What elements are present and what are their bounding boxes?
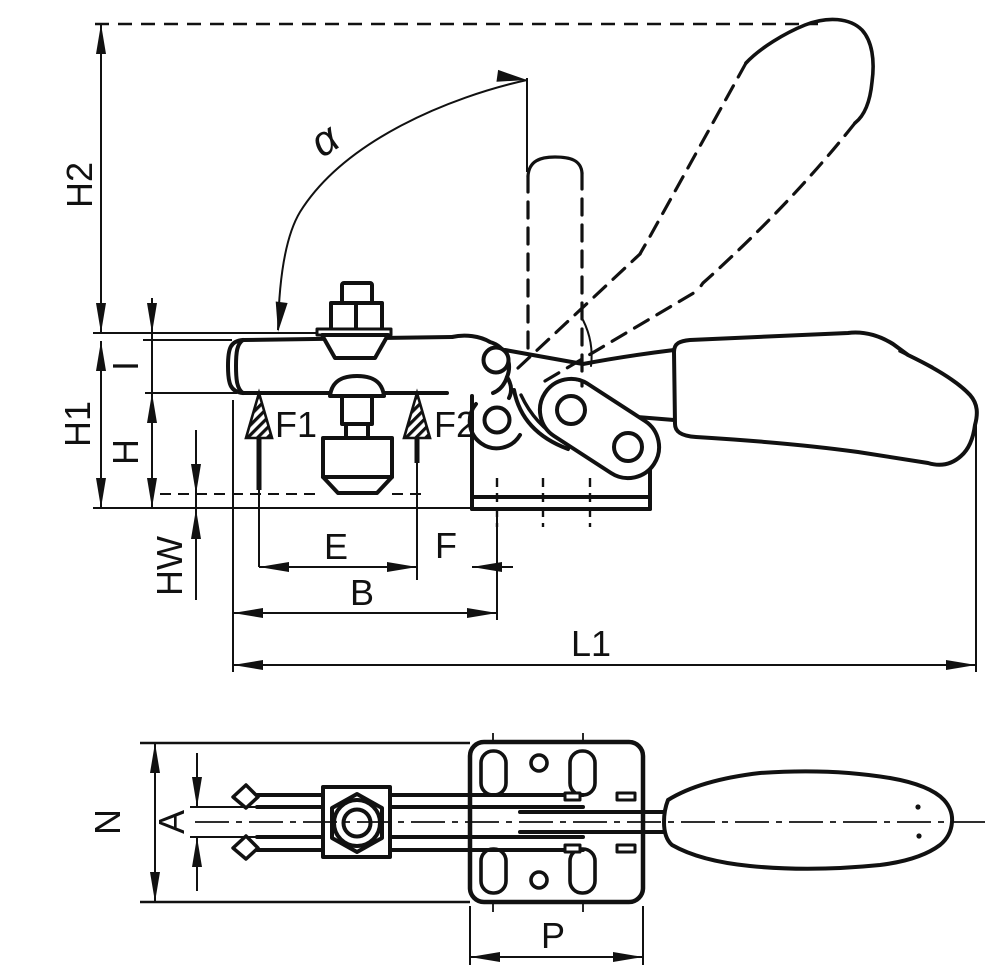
open-position-outline — [516, 17, 875, 388]
dim-label-f2: F2 — [434, 404, 476, 445]
dim-label-l1: L1 — [571, 623, 611, 664]
pivot-hole-upper — [481, 345, 511, 375]
spindle-screw — [315, 281, 393, 360]
mounting-hole-top — [529, 753, 549, 773]
dim-label-e: E — [324, 526, 348, 567]
dim-label-h: H — [105, 439, 146, 465]
dim-label-p: P — [541, 915, 565, 956]
link-tabs — [563, 791, 637, 854]
force-arrow-f2 — [402, 388, 432, 440]
force-arrow-f1 — [244, 388, 274, 440]
dim-label-n: N — [87, 809, 128, 835]
top-view — [231, 739, 955, 905]
main-view — [226, 281, 979, 511]
mounting-hole-bottom — [529, 870, 549, 890]
handle-arm-top-view — [518, 810, 666, 834]
spindle-foot — [321, 374, 394, 495]
toggle-link — [537, 376, 662, 481]
dim-label-alpha: α — [301, 113, 348, 166]
dim-label-i: I — [105, 361, 146, 371]
bar-fork — [231, 783, 585, 861]
dim-label-b: B — [350, 572, 374, 613]
handle-grip — [672, 330, 979, 467]
dimension-labels: H2 H1 I H HW α F1 F2 E F B L1 N A P — [57, 113, 611, 956]
dim-label-a: A — [151, 810, 192, 834]
handle-grip-top-view — [662, 769, 955, 871]
force-arrows — [244, 388, 432, 490]
dimension-arrowheads — [96, 24, 976, 962]
alpha-angle-arc — [277, 79, 528, 331]
pivot-hole-lower — [482, 405, 512, 435]
dim-label-f1: F1 — [275, 404, 317, 445]
dim-label-h2: H2 — [59, 162, 100, 208]
dim-label-hw: HW — [149, 536, 190, 596]
dim-label-h1: H1 — [57, 401, 98, 447]
dim-label-f: F — [435, 525, 457, 566]
spindle-block — [321, 785, 392, 859]
